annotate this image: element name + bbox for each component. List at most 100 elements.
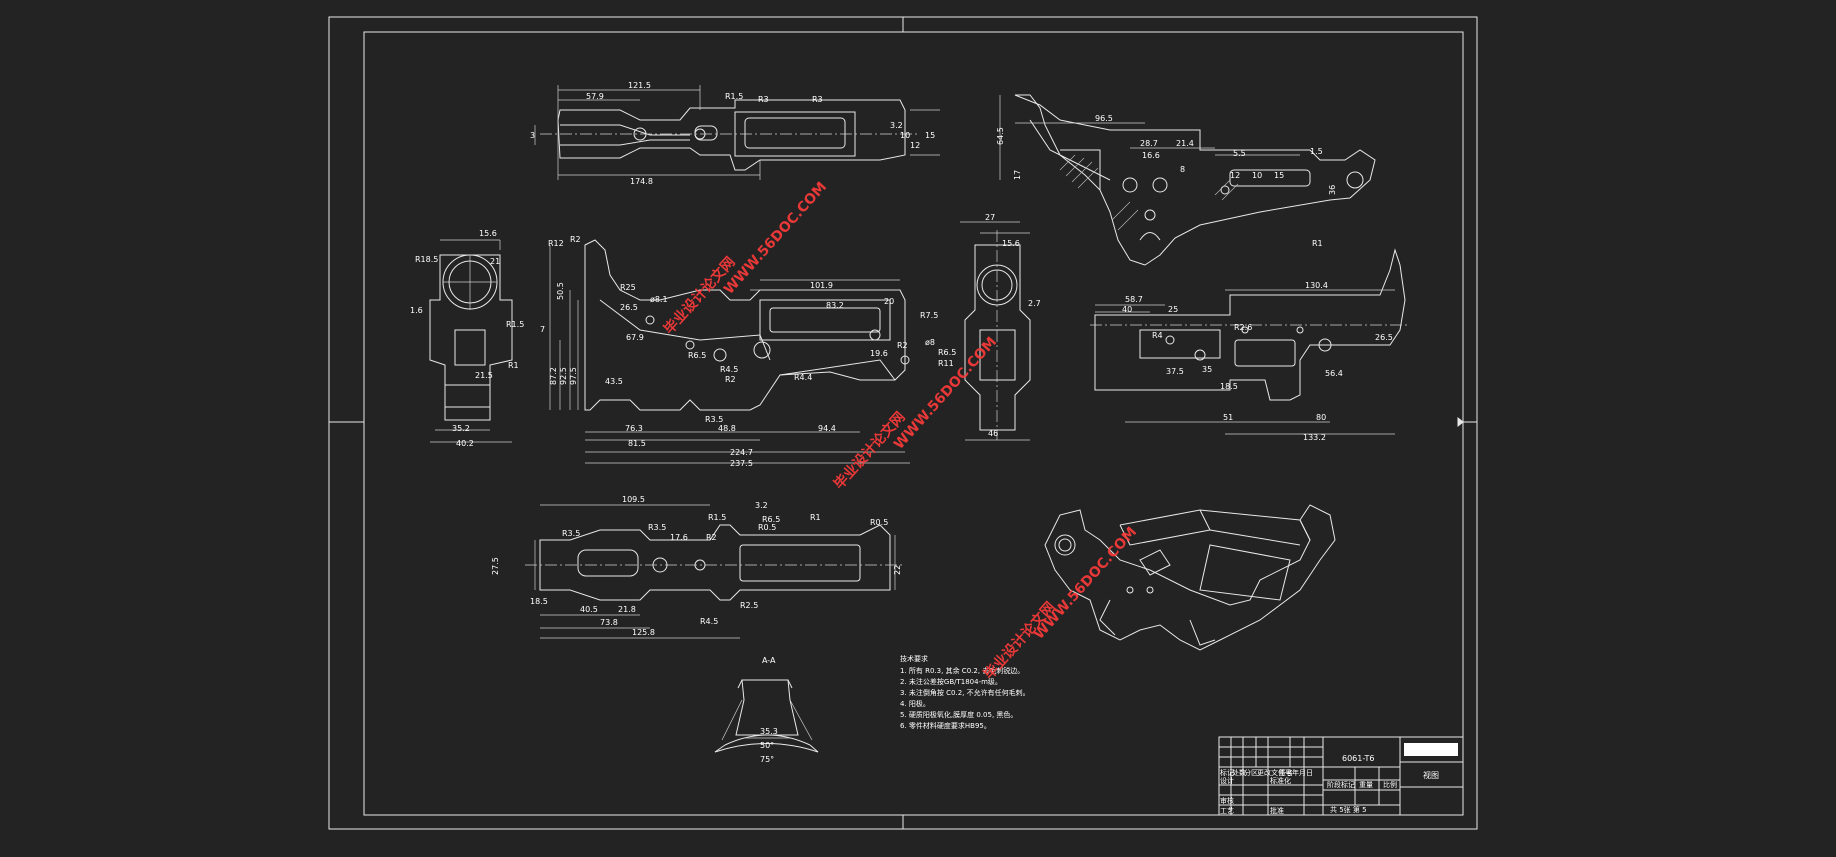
dim-label: R1.5 <box>725 92 743 101</box>
dim-label: 97.5 <box>569 367 578 385</box>
dim-label: 48.8 <box>718 424 736 433</box>
centering-marks <box>329 17 1477 829</box>
header-cell: 分区 <box>1244 768 1258 777</box>
dim-label: 58.7 <box>1125 295 1143 304</box>
dim-label: 130.4 <box>1305 281 1328 290</box>
dim-label: 50.5 <box>556 282 565 300</box>
right-section-view: 96.5 28.7 21.4 16.6 5.5 1.5 8 12 10 15 R… <box>996 94 1376 266</box>
dim-label: 83.2 <box>826 301 844 310</box>
narrow-end-view: 27 15.6 46 R11 R6.5 2.7 <box>938 213 1041 441</box>
dim-label: 19.6 <box>870 349 888 358</box>
dim-label: 3.2 <box>755 501 768 510</box>
dim-label: 21.4 <box>1176 139 1194 148</box>
dim-label: 40 <box>1122 305 1132 314</box>
dim-label: 40.2 <box>456 439 474 448</box>
dim-label: 15 <box>925 131 935 140</box>
dim-label: 27 <box>985 213 995 222</box>
dim-label: R3 <box>758 95 769 104</box>
dim-label: R3 <box>812 95 823 104</box>
dim-label: 96.5 <box>1095 114 1113 123</box>
right-middle-view: 130.4 58.7 40 25 51 80 133.2 26.5 56.4 R… <box>1090 248 1410 442</box>
dim-label: 67.9 <box>626 333 644 342</box>
dim-label: 18.5 <box>530 597 548 606</box>
left-end-view: 15.6 R18.5 1.6 21 R1 21.5 35.2 40.2 R1.5… <box>410 229 545 448</box>
dim-label: R25 <box>620 283 636 292</box>
dim-label: 10 <box>1252 171 1262 180</box>
dim-label: R4.4 <box>794 373 812 382</box>
dim-label: R1 <box>508 361 519 370</box>
dim-label: ø8.1 <box>650 295 668 304</box>
dim-label: 50° <box>760 741 774 750</box>
watermark: 毕业设计论文网 <box>660 253 738 337</box>
dim-label: R0.5 <box>870 518 888 527</box>
dim-label: R1.5 <box>506 320 524 329</box>
dim-label: 125.8 <box>632 628 655 637</box>
dim-label: 224.7 <box>730 448 753 457</box>
note-line: 1. 所有 R0.3, 其余 C0.2, 去毛刺锐边。 <box>900 666 1024 675</box>
dim-label: 36 <box>1328 185 1337 195</box>
dim-label: 12 <box>910 141 920 150</box>
dim-label: R2 <box>570 235 581 244</box>
dim-label: R1 <box>1312 239 1323 248</box>
dim-label: R2.6 <box>1234 323 1252 332</box>
dim-label: 81.5 <box>628 439 646 448</box>
top-plan-view: 121.5 57.9 174.8 R3 R3 R1.5 3 3.2 10 12 … <box>530 81 940 186</box>
dim-label: R4.5 <box>700 617 718 626</box>
dim-label: 8 <box>1180 165 1185 174</box>
dim-label: R0.5 <box>758 523 776 532</box>
role-cell: 工艺 <box>1220 807 1234 815</box>
dim-label: 28.7 <box>1140 139 1158 148</box>
dim-label: 76.3 <box>625 424 643 433</box>
dim-label: 101.9 <box>810 281 833 290</box>
dim-label: 51 <box>1223 413 1233 422</box>
dim-label: R18.5 <box>415 255 438 264</box>
dim-label: 56.4 <box>1325 369 1343 378</box>
dim-label: R2 <box>725 375 736 384</box>
watermark: 毕业设计论文网 <box>830 408 908 492</box>
dim-label: 1.6 <box>410 306 423 315</box>
note-line: 3. 未注倒角按 C0.2, 不允许有任何毛刺。 <box>900 688 1030 697</box>
main-side-view: 101.9 83.2 26.5 67.9 R6.5 R4.5 R2 R4.4 R… <box>548 235 938 468</box>
dim-label: 15 <box>1274 171 1284 180</box>
dim-label: 35.3 <box>760 727 778 736</box>
inner-frame <box>363 31 1464 816</box>
dim-label: 5.5 <box>1233 149 1246 158</box>
dim-label: 15.6 <box>1002 239 1020 248</box>
note-line: 5. 硬质阳极氧化,膜厚度 0.05, 黑色。 <box>900 710 1017 719</box>
dim-label: 7 <box>540 325 545 334</box>
dim-label: 75° <box>760 755 774 764</box>
dim-label: 22 <box>893 565 902 575</box>
dim-label: R6.5 <box>688 351 706 360</box>
dim-label: R3.5 <box>648 523 666 532</box>
dim-label: 27.5 <box>491 557 500 575</box>
header-cell: 更改文件号 <box>1257 768 1292 777</box>
dim-label: R11 <box>938 359 954 368</box>
drawing-name: 视图 <box>1423 770 1439 780</box>
dim-label: 3.2 <box>890 121 903 130</box>
dim-label: R4.5 <box>720 365 738 374</box>
section-label: A-A <box>762 656 776 665</box>
stage-label: 阶段标记 <box>1327 780 1355 789</box>
dim-label: 57.9 <box>586 92 604 101</box>
dim-label: 46 <box>988 429 998 438</box>
dim-label: 174.8 <box>630 177 653 186</box>
header-cell: 年月日 <box>1292 768 1313 777</box>
dim-label: R3.5 <box>562 529 580 538</box>
isometric-view <box>1044 504 1336 651</box>
standardization-cell: 标准化 <box>1270 776 1291 785</box>
scale-label: 比例 <box>1383 780 1397 789</box>
dim-label: R4 <box>1152 331 1163 340</box>
dim-label: R2 <box>706 533 717 542</box>
dim-label: 92.5 <box>559 367 568 385</box>
dim-label: R6.5 <box>938 348 956 357</box>
dim-label: 109.5 <box>622 495 645 504</box>
dim-label: 2.7 <box>1028 299 1041 308</box>
dim-label: 26.5 <box>1375 333 1393 342</box>
header-cell: 签名 <box>1279 768 1293 777</box>
dim-label: R1 <box>810 513 821 522</box>
dim-label: 37.5 <box>1166 367 1184 376</box>
dim-label: 17.6 <box>670 533 688 542</box>
dim-label: 87.2 <box>549 367 558 385</box>
role-cell: 审核 <box>1220 796 1234 805</box>
